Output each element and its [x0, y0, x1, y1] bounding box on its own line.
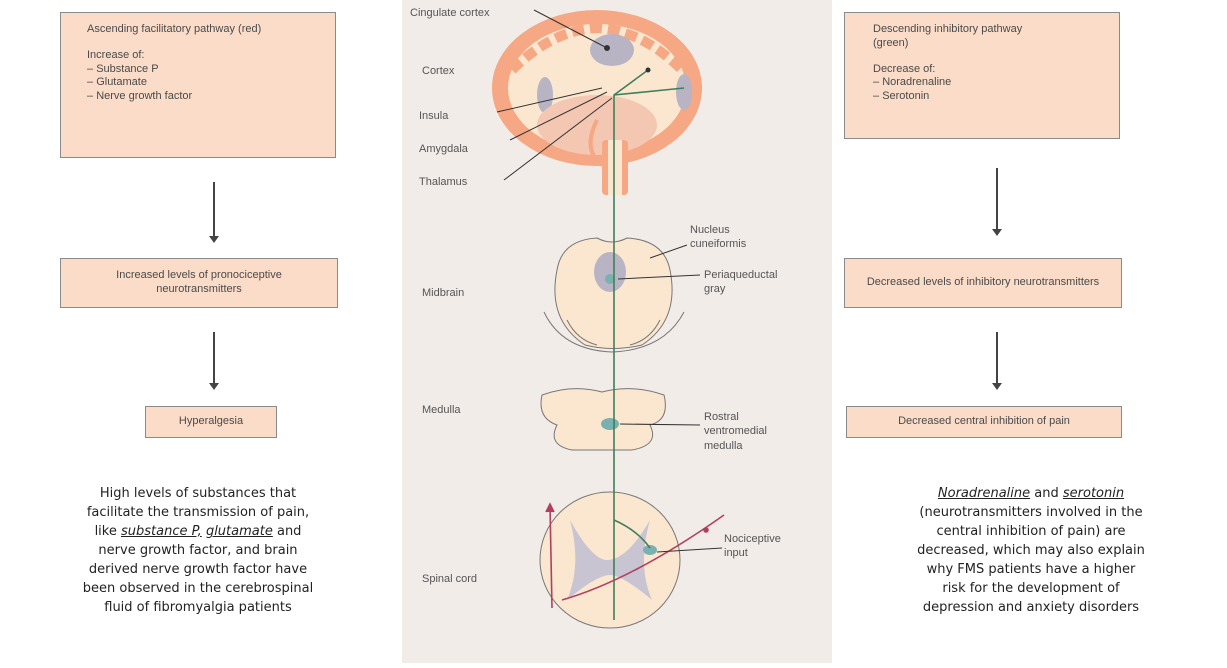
- note-line: why FMS patients have a higher: [835, 560, 1227, 579]
- pain-pathway-diagram: Cingulate cortex Cortex Insula Amygdala …: [402, 0, 832, 663]
- decrease-label: Decrease of:: [873, 63, 1105, 77]
- note-text: like: [95, 524, 121, 539]
- descending-pathway-box: Descending inhibitory pathway (green) De…: [844, 12, 1120, 139]
- hyperalgesia-text: Hyperalgesia: [179, 415, 243, 429]
- spinal-cord-icon: [540, 492, 680, 628]
- ascending-pathway-box: Ascending facilitatory pathway (red) Inc…: [60, 12, 336, 158]
- label-pag-2: gray: [704, 283, 726, 295]
- note-line: nerve growth factor, and brain: [0, 541, 396, 560]
- inhibitory-levels-box: Decreased levels of inhibitory neurotran…: [844, 258, 1122, 308]
- label-nociceptive-2: input: [724, 547, 748, 559]
- hyperalgesia-box: Hyperalgesia: [145, 406, 277, 438]
- serotonin-term: serotonin: [1063, 486, 1124, 501]
- note-line: (neurotransmitters involved in the: [835, 503, 1227, 522]
- ascending-pathway-title: Ascending facilitatory pathway (red): [87, 23, 267, 37]
- note-line: High levels of substances that: [0, 484, 396, 503]
- label-insula: Insula: [419, 110, 449, 122]
- label-cingulate-cortex: Cingulate cortex: [410, 7, 490, 19]
- left-explanation: High levels of substances that facilitat…: [0, 484, 396, 617]
- label-cortex: Cortex: [422, 65, 455, 77]
- label-pag-1: Periaqueductal: [704, 269, 777, 281]
- increase-list: Substance P Glutamate Nerve growth facto…: [87, 63, 321, 104]
- label-nociceptive-1: Nociceptive: [724, 533, 781, 545]
- list-item: Substance P: [87, 63, 321, 77]
- label-rvm-1: Rostral: [704, 411, 739, 423]
- substance-p-term: substance P,: [121, 524, 202, 539]
- note-line: like substance P, glutamate and: [0, 522, 396, 541]
- note-line: decreased, which may also explain: [835, 541, 1227, 560]
- note-line: been observed in the cerebrospinal: [0, 579, 396, 598]
- note-line: central inhibition of pain) are: [835, 522, 1227, 541]
- arrow-down-icon: [996, 168, 998, 230]
- central-inhibition-box: Decreased central inhibition of pain: [846, 406, 1122, 438]
- pronociceptive-box: Increased levels of pronociceptive neuro…: [60, 258, 338, 308]
- note-line: derived nerve growth factor have: [0, 560, 396, 579]
- glutamate-term: glutamate: [206, 524, 273, 539]
- label-amygdala: Amygdala: [419, 143, 469, 155]
- decrease-list: Noradrenaline Serotonin: [873, 76, 1105, 104]
- label-rvm-2: ventromedial: [704, 425, 767, 437]
- arrow-down-icon: [213, 332, 215, 384]
- label-midbrain: Midbrain: [422, 287, 464, 299]
- note-line: depression and anxiety disorders: [835, 598, 1227, 617]
- list-item: Nerve growth factor: [87, 90, 321, 104]
- central-inhibition-text: Decreased central inhibition of pain: [898, 415, 1070, 429]
- list-item: Serotonin: [873, 90, 1105, 104]
- medulla-icon: [541, 389, 665, 450]
- note-line: fluid of fibromyalgia patients: [0, 598, 396, 617]
- note-line: facilitate the transmission of pain,: [0, 503, 396, 522]
- label-thalamus: Thalamus: [419, 176, 468, 188]
- note-text: and: [273, 524, 302, 539]
- note-text: and: [1030, 486, 1063, 501]
- pain-pathway-illustration: Cingulate cortex Cortex Insula Amygdala …: [402, 0, 832, 663]
- label-nucleus-cuneiformis-1: Nucleus: [690, 224, 730, 236]
- noradrenaline-term: Noradrenaline: [938, 486, 1030, 501]
- label-spinal-cord: Spinal cord: [422, 573, 477, 585]
- increase-label: Increase of:: [87, 49, 321, 63]
- brain-icon: [492, 10, 702, 195]
- list-item: Noradrenaline: [873, 76, 1105, 90]
- arrow-down-icon: [996, 332, 998, 384]
- label-rvm-3: medulla: [704, 440, 743, 452]
- label-medulla: Medulla: [422, 404, 461, 416]
- note-line: risk for the development of: [835, 579, 1227, 598]
- label-nucleus-cuneiformis-2: cuneiformis: [690, 238, 747, 250]
- pronociceptive-text: Increased levels of pronociceptive neuro…: [81, 269, 317, 297]
- list-item: Glutamate: [87, 76, 321, 90]
- right-explanation: Noradrenaline and serotonin (neurotransm…: [835, 484, 1227, 617]
- inhibitory-levels-text: Decreased levels of inhibitory neurotran…: [867, 276, 1099, 290]
- descending-pathway-title: Descending inhibitory pathway (green): [873, 23, 1053, 51]
- note-line: Noradrenaline and serotonin: [835, 484, 1227, 503]
- arrow-down-icon: [213, 182, 215, 237]
